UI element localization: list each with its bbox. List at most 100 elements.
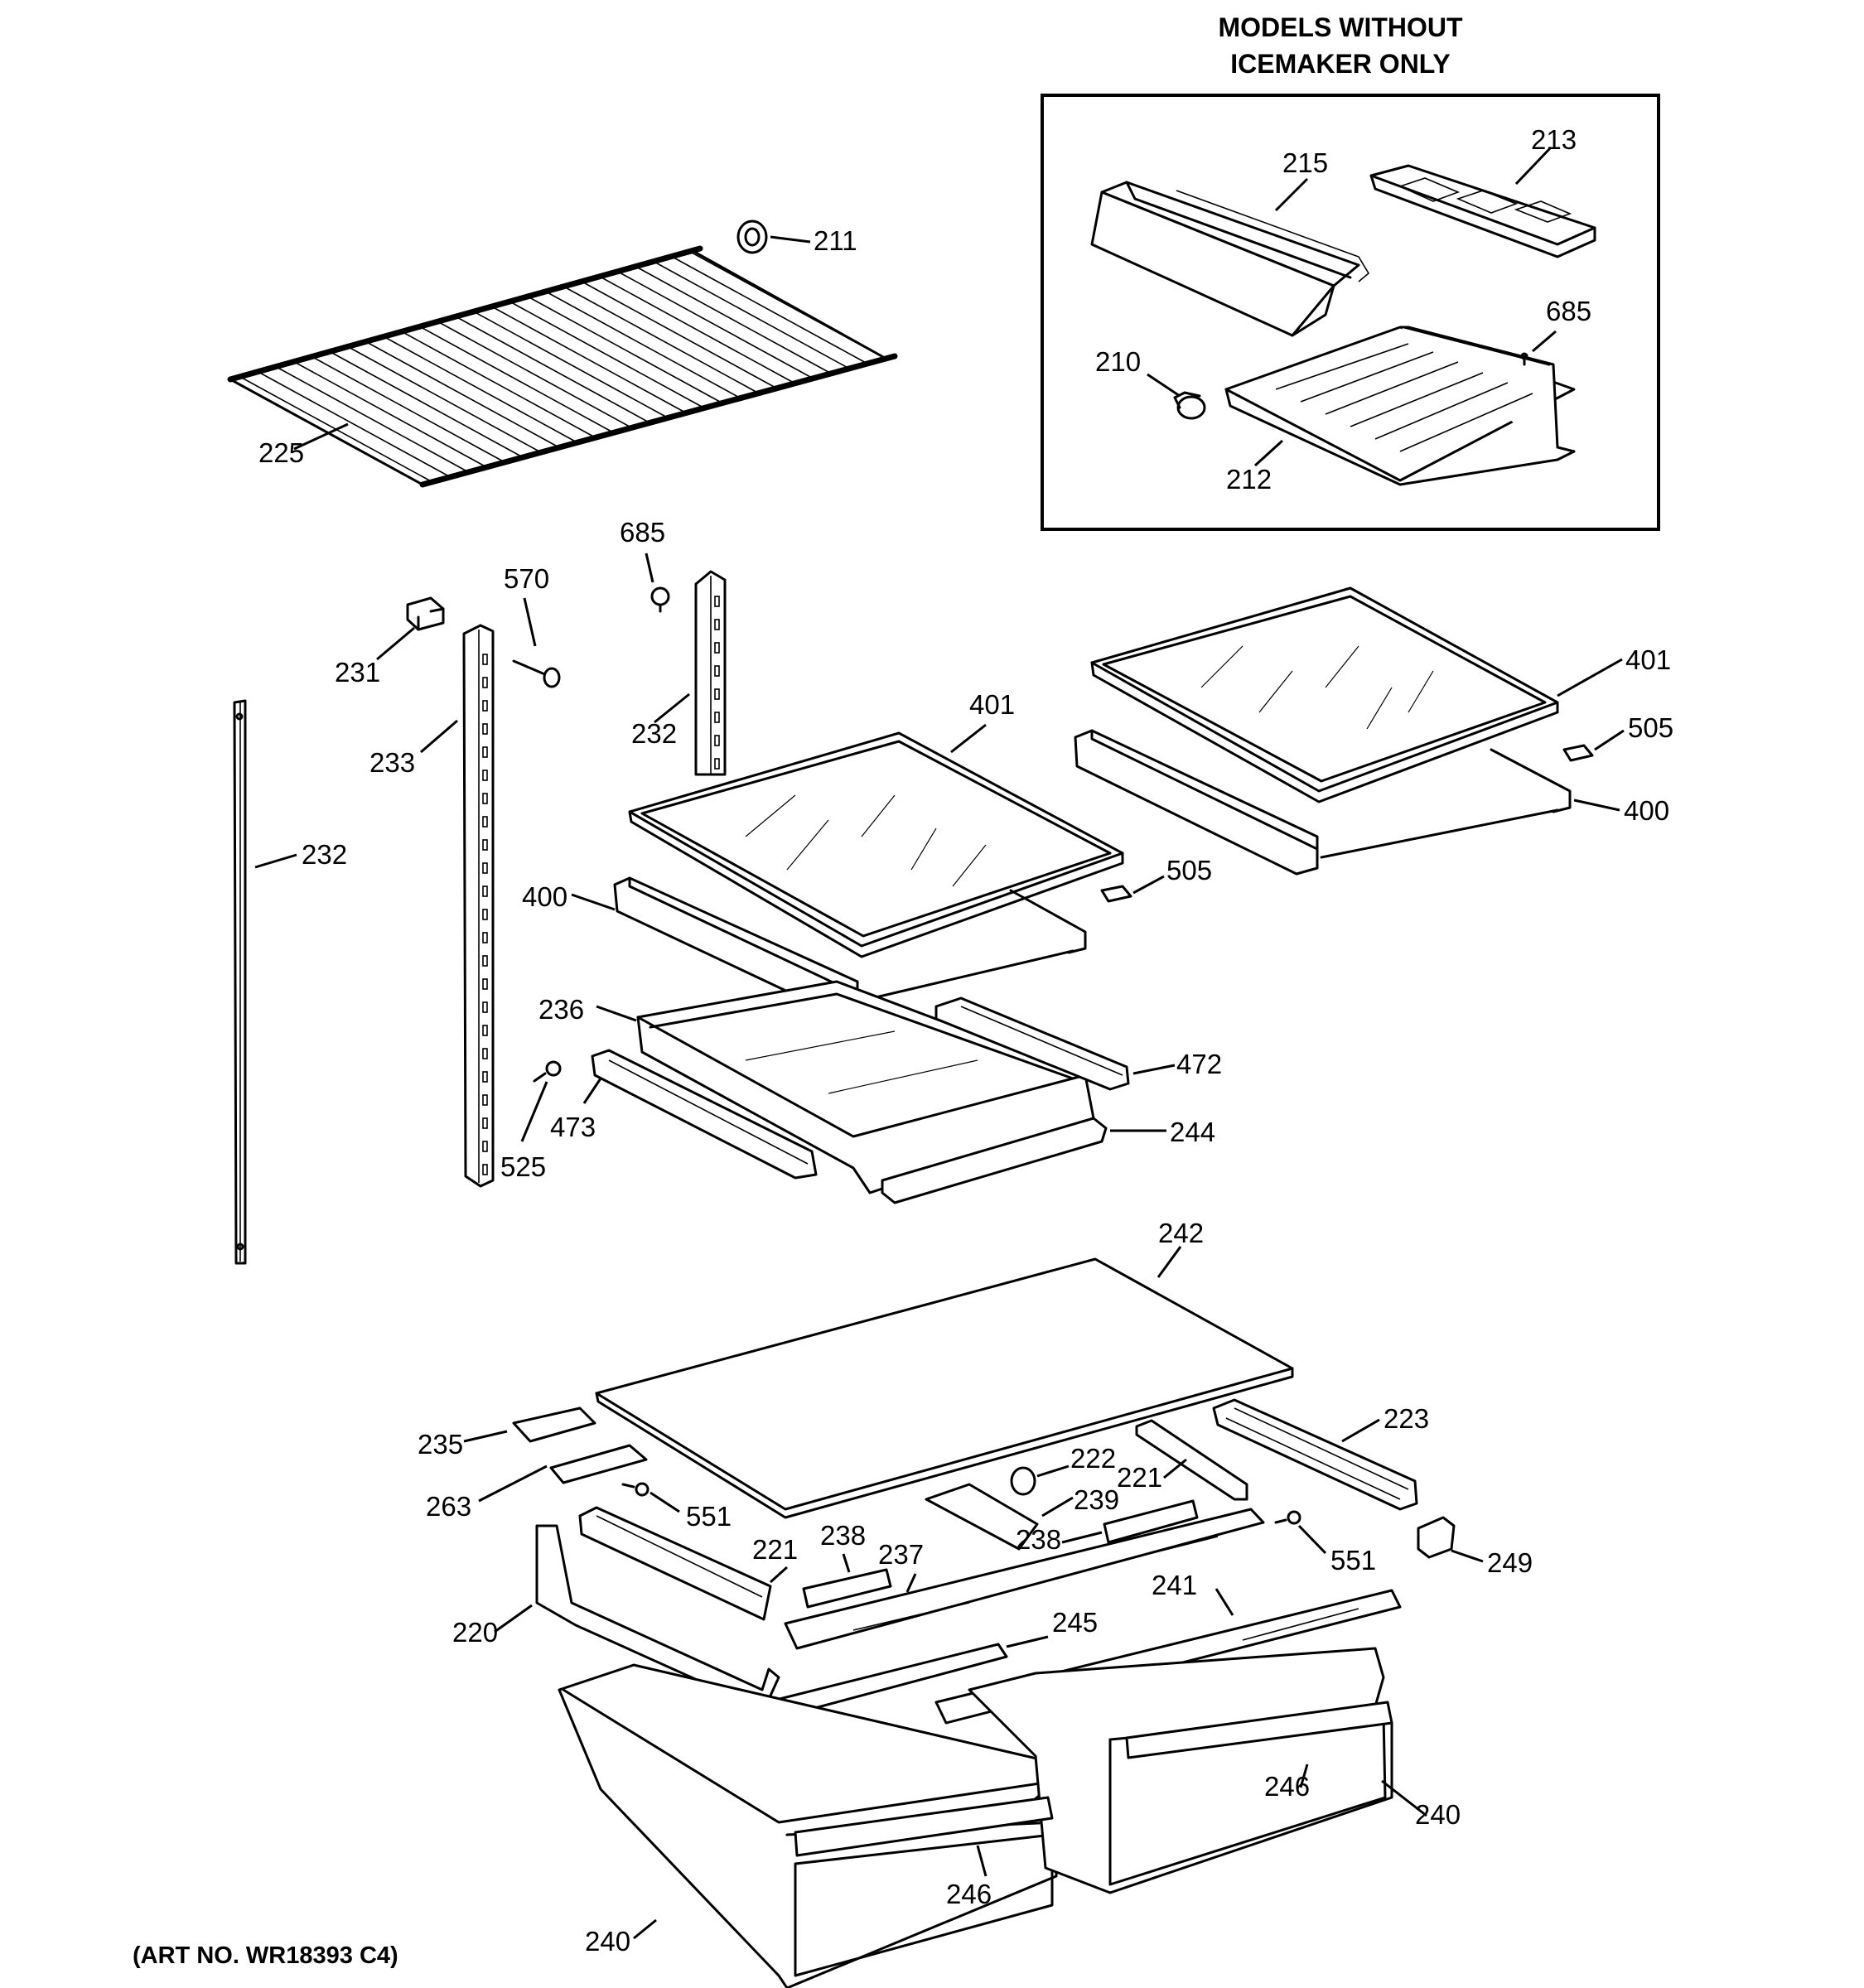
callout-249: 249: [1487, 1547, 1533, 1578]
wire-shelf-225: [227, 245, 898, 488]
callout-240-left: 240: [585, 1926, 630, 1957]
rail-232-left: [233, 699, 297, 1265]
callout-238-left: 238: [820, 1520, 866, 1551]
shelf-wire: [294, 361, 487, 468]
rail-slot: [482, 1164, 488, 1175]
drawer-front-244: [881, 1117, 1166, 1204]
cover-support-235: [463, 1407, 596, 1443]
callout-233: 233: [369, 747, 415, 778]
shelf-wire: [547, 292, 740, 398]
callout-505-left: 505: [1166, 855, 1212, 885]
rail-slot: [482, 1117, 488, 1129]
rail-slot: [482, 793, 488, 804]
callout-labels: 211 225 215 213 685 210 212 685 570 231 …: [258, 124, 1673, 1957]
callout-551-right: 551: [1330, 1545, 1376, 1575]
rail-slot: [482, 862, 488, 874]
shelf-bracket-400-right: [1074, 729, 1620, 876]
rail-slot: [482, 654, 488, 665]
rail-slot: [714, 619, 720, 630]
rail-slot: [482, 1001, 488, 1013]
shelf-wire: [565, 287, 758, 393]
callout-401-right: 401: [1625, 644, 1671, 675]
drawer-236: [596, 980, 1095, 1194]
rail-slot: [482, 1071, 488, 1083]
shelf-wire: [311, 356, 505, 463]
rail-233-slots: [482, 654, 488, 1175]
rail-slot: [482, 1048, 488, 1059]
crisper-front-246-left: [794, 1796, 1054, 1877]
rail-slot: [714, 596, 720, 607]
rail-slot: [482, 955, 488, 967]
callout-263: 263: [426, 1491, 471, 1522]
icemaker-inset: MODELS WITHOUT ICEMAKER ONLY: [1041, 12, 1660, 531]
rail-slot: [482, 932, 488, 943]
inset-title-line2: ICEMAKER ONLY: [1230, 49, 1451, 79]
glass-shelf-401-left: [628, 723, 1124, 958]
rail-232-slots: [714, 596, 720, 770]
shelf-wire: [384, 336, 577, 443]
rail-slot: [482, 978, 488, 990]
rail-slot: [714, 758, 720, 770]
callout-232-left: 232: [302, 839, 347, 870]
rail-slot: [482, 885, 488, 897]
shelf-wire: [276, 366, 469, 473]
screw-551-left: [621, 1482, 680, 1513]
rail-slot: [714, 712, 720, 723]
callout-211: 211: [814, 225, 857, 256]
inset-title-line1: MODELS WITHOUT: [1218, 12, 1463, 42]
callout-213: 213: [1531, 124, 1577, 155]
rail-slot: [714, 642, 720, 654]
shelf-bracket-400-left: [571, 876, 1087, 1016]
shelf-wire: [475, 311, 668, 418]
bracket-239: [925, 1483, 1074, 1551]
callout-400-left: 400: [522, 881, 567, 912]
callout-223: 223: [1384, 1403, 1429, 1434]
callout-237: 237: [878, 1539, 924, 1570]
callout-236: 236: [538, 994, 584, 1025]
front-rail-237: [784, 1508, 1265, 1650]
shelf-wire: [510, 302, 704, 408]
rail-slot: [482, 700, 488, 712]
rail-slot: [482, 909, 488, 920]
callout-525: 525: [500, 1151, 546, 1182]
rail-slot: [482, 746, 488, 758]
shelf-wire: [673, 257, 867, 364]
callout-401-left: 401: [969, 689, 1015, 720]
ice-bucket-215: [1090, 181, 1370, 337]
drawer-rail-472: [934, 996, 1176, 1091]
shelf-wire: [438, 321, 632, 428]
callout-242: 242: [1158, 1218, 1204, 1248]
callout-212: 212: [1226, 464, 1272, 495]
callout-551-left: 551: [686, 1501, 732, 1532]
switch-249: [1417, 1516, 1484, 1563]
screw-685-inset: [1520, 352, 1528, 366]
pad-238-left: [802, 1553, 892, 1609]
ice-tray-213: [1369, 164, 1596, 258]
cover-support-263: [478, 1444, 648, 1503]
shelf-wire: [258, 371, 452, 478]
rail-233: [420, 624, 495, 1188]
callout-246-right: 246: [1264, 1771, 1310, 1802]
rail-slot: [482, 1141, 488, 1152]
callout-241: 241: [1152, 1570, 1197, 1600]
callout-240-right: 240: [1415, 1799, 1461, 1830]
pad-238-right: [1061, 1499, 1199, 1544]
shelf-wire: [691, 252, 885, 359]
shelf-wire: [529, 297, 722, 403]
callout-400-right: 400: [1624, 795, 1669, 826]
shelf-wire: [456, 316, 650, 423]
callout-473: 473: [550, 1112, 596, 1142]
callout-246-left: 246: [946, 1879, 992, 1909]
callout-570: 570: [504, 563, 549, 594]
shelf-wire: [601, 277, 794, 384]
callout-222: 222: [1070, 1443, 1116, 1474]
screw-551-right: [1274, 1510, 1327, 1555]
callout-220: 220: [452, 1617, 498, 1648]
art-number-note: (ART NO. WR18393 C4): [133, 1942, 398, 1969]
screw-525: [520, 1060, 562, 1142]
end-support-220: [494, 1524, 780, 1706]
shelf-wires: [239, 252, 885, 483]
glass-shelf-401-right: [1090, 586, 1623, 803]
rail-slot: [482, 770, 488, 781]
ice-tray-support-212: [1224, 326, 1576, 486]
